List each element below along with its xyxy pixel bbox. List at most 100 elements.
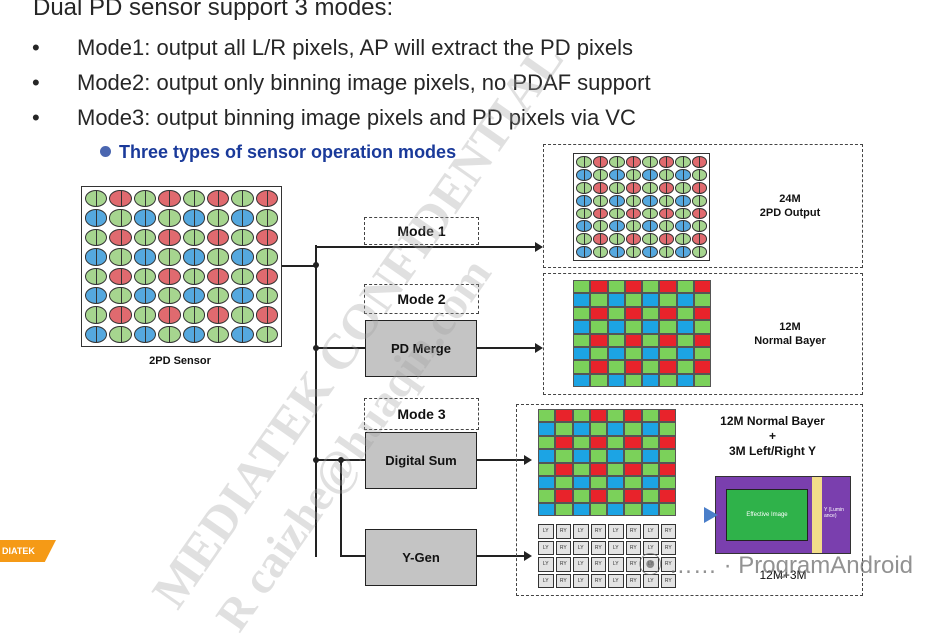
mode3-label: Mode 3 xyxy=(364,398,479,430)
pd-pixel xyxy=(675,246,691,258)
y-pixel: RY xyxy=(555,524,571,539)
bayer-pixel xyxy=(659,320,677,334)
bayer-pixel xyxy=(624,502,642,516)
pd-pixel xyxy=(133,209,157,227)
bayer-pixel xyxy=(693,360,711,374)
pd-pixel xyxy=(675,181,691,194)
bayer-pixel xyxy=(641,489,659,503)
bayer-pixel xyxy=(555,422,573,436)
pd-pixel xyxy=(691,181,707,194)
arrow-icon xyxy=(535,343,543,353)
bayer-pixel xyxy=(658,422,676,436)
pd-pixel xyxy=(109,209,132,227)
mode1-label: Mode 1 xyxy=(364,217,479,245)
pd-pixel xyxy=(109,325,132,343)
bayer-pixel xyxy=(573,293,591,307)
bayer-pixel xyxy=(589,462,607,476)
pd-pixel xyxy=(158,248,181,266)
output-size: 24M xyxy=(779,193,801,205)
bayer-pixel xyxy=(607,409,625,423)
pd-pixel xyxy=(85,190,108,208)
y-pixel: RY xyxy=(555,557,571,572)
y-pixel: RY xyxy=(590,573,606,588)
pd-pixel xyxy=(231,228,254,247)
pd-pixel xyxy=(576,181,592,194)
pd-pixel xyxy=(182,209,205,227)
bayer-pixel xyxy=(624,293,642,307)
pd-pixel xyxy=(658,246,674,258)
bayer-pixel xyxy=(642,306,660,321)
y-pixel: RY xyxy=(625,573,641,588)
bayer-pixel xyxy=(659,346,677,361)
pd-pixel xyxy=(625,246,641,258)
bayer-pixel xyxy=(555,475,573,490)
bayer-pixel xyxy=(676,360,694,374)
bullet-dot: • xyxy=(32,70,40,95)
pd-pixel xyxy=(109,228,132,247)
pd-pixel xyxy=(182,190,205,208)
y-pixel: LY xyxy=(573,540,589,555)
diagram-subtitle: Three types of sensor operation modes xyxy=(100,142,456,163)
bayer-pixel xyxy=(658,409,676,423)
effective-image-label: Effective Image xyxy=(746,512,788,518)
bayer-pixel xyxy=(607,293,625,307)
pd-pixel xyxy=(158,325,181,343)
pd-pixel xyxy=(658,181,674,194)
pd-pixel xyxy=(691,194,707,207)
bayer-pixel xyxy=(573,306,591,321)
pd-pixel xyxy=(658,220,674,233)
pd-pixel xyxy=(158,228,181,247)
digital-sum-box: Digital Sum xyxy=(365,432,477,489)
y-pixel: RY xyxy=(590,524,606,539)
bullet-dot: • xyxy=(32,105,40,130)
mode-bullet-list: • Mode1: output all L/R pixels, AP will e… xyxy=(30,30,651,135)
bayer-pixel xyxy=(607,360,625,374)
bayer-pixel xyxy=(693,320,711,334)
y-pixel: LY xyxy=(538,557,554,572)
mode3-output-panel xyxy=(516,404,863,596)
pd-pixel xyxy=(231,209,254,227)
mode1-output-panel xyxy=(543,144,863,268)
bayer-pixel xyxy=(642,280,660,294)
y-pixel: RY xyxy=(660,557,676,572)
subtitle-text: Three types of sensor operation modes xyxy=(119,142,457,162)
bullet-mode1: •Mode1: output all L/R pixels, AP will e… xyxy=(30,30,651,65)
y-pixel: RY xyxy=(660,573,676,588)
bullet-text: Mode1: output all L/R pixels, AP will ex… xyxy=(77,35,633,60)
connector-line xyxy=(316,347,366,349)
bayer-pixel xyxy=(659,360,677,374)
bayer-pixel xyxy=(642,333,660,347)
bayer-pixel xyxy=(573,333,591,347)
pd-pixel xyxy=(642,168,658,181)
pd-pixel xyxy=(658,168,674,181)
pd-pixel xyxy=(625,207,641,220)
pd-pixel xyxy=(675,156,691,168)
pd-pixel xyxy=(158,286,181,305)
pd-pixel xyxy=(206,209,230,227)
pd-pixel xyxy=(609,220,625,233)
bullet-text: Mode3: output binning image pixels and P… xyxy=(77,105,636,130)
bayer-pixel xyxy=(641,475,659,490)
output-type: Normal Bayer xyxy=(754,335,826,347)
pd-pixel xyxy=(576,246,592,258)
normal-bayer-grid-mode2 xyxy=(573,280,711,387)
pd-pixel xyxy=(255,228,278,247)
bayer-pixel xyxy=(659,280,677,294)
y-pixel: RY xyxy=(625,524,641,539)
pd-pixel xyxy=(592,156,608,168)
pd-pixel xyxy=(182,248,205,266)
pd-pixel xyxy=(592,194,608,207)
mode3-output-label: 12M Normal Bayer+3M Left/Right Y xyxy=(700,414,845,459)
pd-pixel xyxy=(691,220,707,233)
junction-dot xyxy=(313,262,319,268)
bayer-pixel xyxy=(624,462,642,476)
pd-pixel xyxy=(675,194,691,207)
output-line: + xyxy=(768,429,776,443)
pd-pixel xyxy=(231,325,254,343)
pd-pixel xyxy=(609,156,625,168)
y-pixel: RY xyxy=(555,573,571,588)
junction-dot xyxy=(338,457,344,463)
